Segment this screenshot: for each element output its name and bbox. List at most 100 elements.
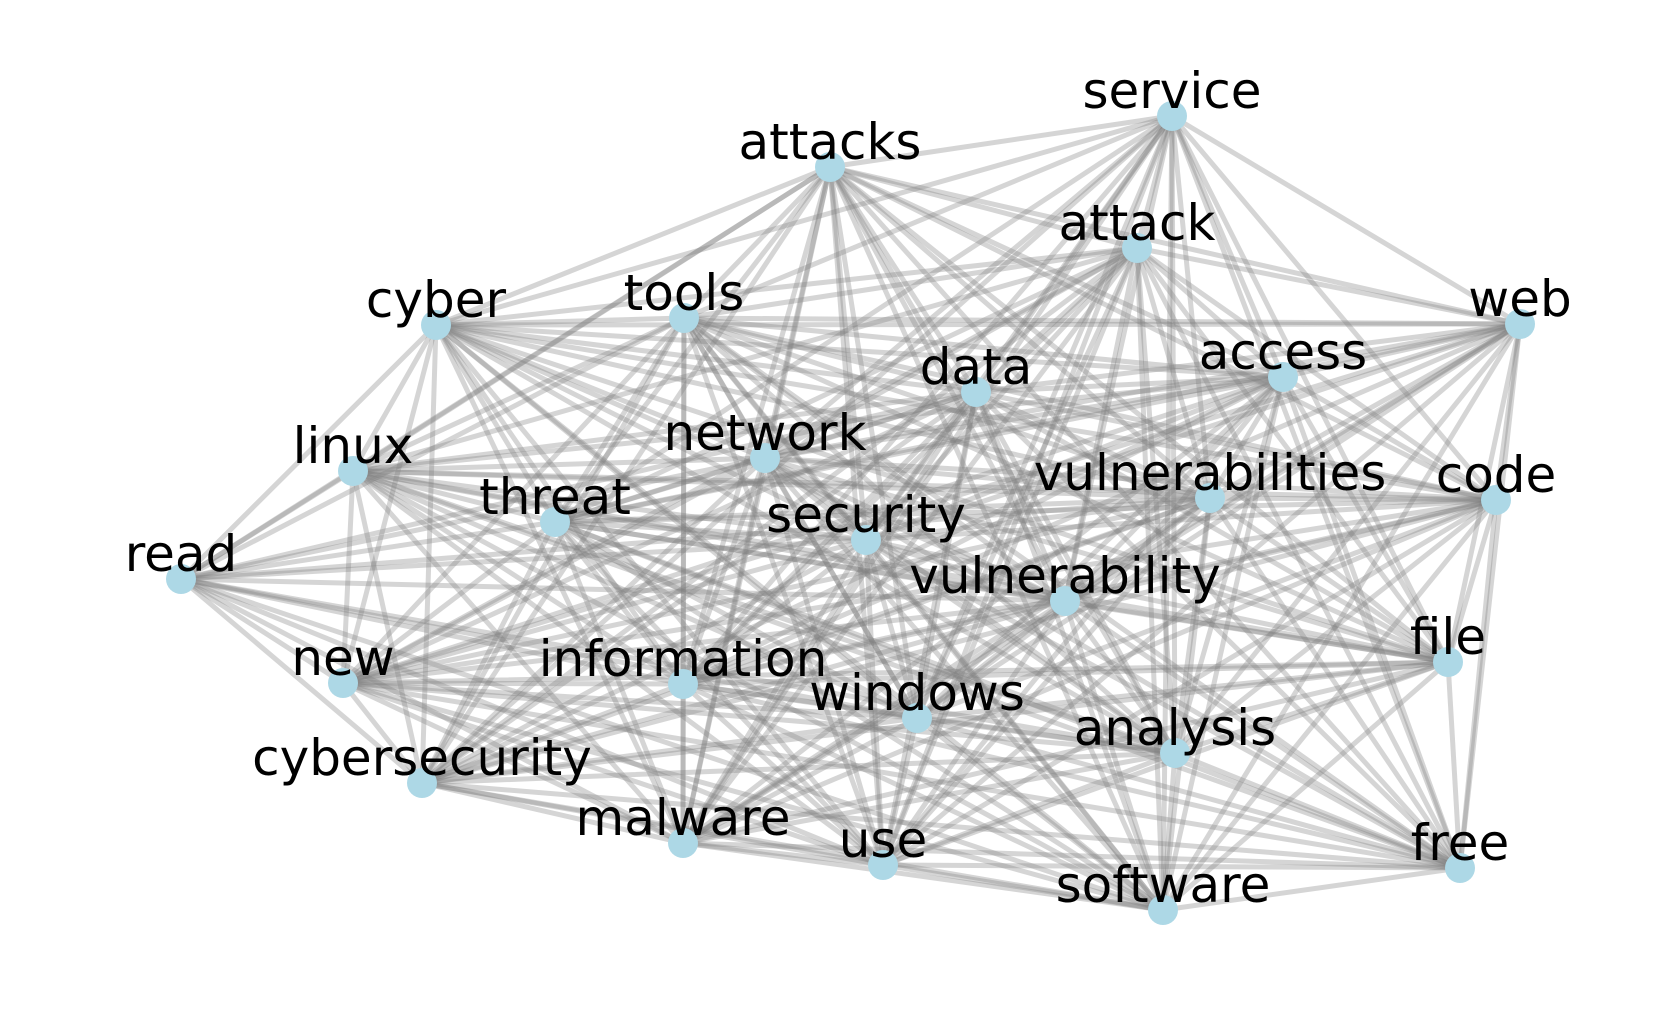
edge-cyber-use: [433, 322, 886, 868]
edge-data-vulnerabilities: [973, 389, 1213, 501]
edge-service-code: [1169, 113, 1499, 503]
edge-information-use: [680, 681, 886, 868]
edge-analysis-software: [1160, 750, 1178, 913]
edge-web-code: [1493, 321, 1523, 503]
edge-access-software: [1160, 374, 1286, 913]
edge-analysis-cybersecurity: [419, 750, 1178, 786]
edge-vulnerability-information: [680, 598, 1068, 687]
edge-attacks-code: [827, 164, 1499, 503]
edge-attack-software: [1134, 245, 1166, 913]
node-label-attack: attack: [1059, 194, 1216, 252]
edge-attacks-data: [827, 164, 979, 395]
edge-data-file: [973, 389, 1451, 665]
edge-file-software: [1160, 659, 1451, 913]
edge-web-new: [340, 321, 1523, 686]
edge-vulnerability-file: [1062, 598, 1451, 665]
edge-cyber-web: [433, 321, 1523, 328]
edge-cyber-vulnerabilities: [433, 322, 1213, 501]
edge-attack-file: [1134, 245, 1451, 665]
edge-vulnerabilities-new: [340, 495, 1213, 686]
edge-access-vulnerability: [1062, 374, 1286, 604]
edge-cyber-vulnerability: [433, 322, 1068, 604]
edge-attack-malware: [680, 245, 1140, 846]
edge-code-free: [1457, 497, 1499, 871]
edge-network-security: [762, 455, 869, 543]
edge-threat-file: [552, 519, 1451, 665]
node-network: [750, 443, 780, 473]
edge-service-tools: [681, 113, 1175, 321]
edge-code-windows: [914, 497, 1499, 721]
edge-threat-software: [552, 519, 1166, 913]
edge-network-software: [762, 455, 1166, 913]
edge-threat-free: [552, 519, 1463, 871]
edge-attack-threat: [552, 245, 1140, 525]
edge-attack-network: [762, 245, 1140, 461]
edge-attacks-cyber: [433, 164, 833, 328]
edge-windows-software: [914, 715, 1166, 913]
edge-attacks-file: [827, 164, 1451, 665]
edge-access-network: [762, 374, 1286, 461]
edge-service-file: [1169, 113, 1451, 665]
edge-attacks-network: [762, 164, 833, 461]
edge-service-web: [1169, 113, 1523, 327]
edge-file-cybersecurity: [419, 659, 1451, 786]
edge-threat-security: [552, 519, 869, 543]
edge-cyber-code: [433, 322, 1499, 503]
edge-attacks-cybersecurity: [419, 164, 833, 786]
edge-network-cybersecurity: [419, 455, 768, 786]
edge-security-malware: [680, 537, 869, 846]
edge-tools-software: [681, 315, 1166, 913]
node-label-software: software: [1056, 856, 1271, 914]
edge-use-free: [880, 862, 1463, 871]
edge-data-access: [973, 374, 1286, 395]
edge-web-analysis: [1172, 321, 1523, 756]
edge-web-threat: [552, 321, 1523, 525]
edge-vulnerability-cybersecurity: [419, 598, 1068, 786]
edge-data-information: [680, 389, 979, 687]
edge-threat-use: [552, 519, 886, 868]
edge-web-software: [1160, 321, 1523, 913]
edge-cyber-software: [433, 322, 1166, 913]
edge-information-software: [680, 681, 1166, 913]
edge-new-file: [340, 659, 1451, 686]
node-analysis: [1160, 738, 1190, 768]
node-label-access: access: [1199, 323, 1367, 381]
edge-vulnerability-free: [1062, 598, 1463, 871]
edge-attacks-information: [680, 164, 833, 687]
edge-service-vulnerability: [1062, 113, 1175, 604]
edge-read-information: [178, 576, 686, 687]
edge-vulnerabilities-use: [880, 495, 1213, 868]
edge-service-network: [762, 113, 1175, 461]
edge-new-windows: [340, 680, 920, 721]
edge-service-cyber: [433, 113, 1175, 328]
edge-cyber-malware: [433, 322, 686, 846]
edge-web-vulnerability: [1062, 321, 1523, 604]
edge-data-network: [762, 389, 979, 461]
edge-tools-use: [681, 315, 886, 868]
edge-data-use: [880, 389, 979, 868]
edge-access-security: [863, 374, 1286, 543]
edge-network-threat: [552, 455, 768, 525]
edge-attack-security: [863, 245, 1140, 543]
edge-threat-malware: [552, 519, 686, 846]
edge-attack-windows: [914, 245, 1140, 721]
edge-windows-use: [880, 715, 920, 868]
edge-cyber-network: [433, 322, 768, 461]
edge-read-software: [178, 576, 1166, 913]
node-software: [1148, 895, 1178, 925]
edge-data-linux: [350, 389, 979, 474]
node-information: [668, 669, 698, 699]
edge-service-malware: [680, 113, 1175, 846]
edge-cyber-file: [433, 322, 1451, 665]
edge-vulnerability-analysis: [1062, 598, 1178, 756]
edge-network-read: [178, 455, 768, 582]
edge-web-use: [880, 321, 1523, 868]
node-security: [851, 525, 881, 555]
edge-analysis-malware: [680, 750, 1178, 846]
edge-service-information: [680, 113, 1175, 687]
node-label-cyber: cyber: [366, 271, 507, 329]
edge-vulnerabilities-read: [178, 495, 1213, 582]
node-windows: [902, 703, 932, 733]
edge-code-information: [680, 497, 1499, 687]
